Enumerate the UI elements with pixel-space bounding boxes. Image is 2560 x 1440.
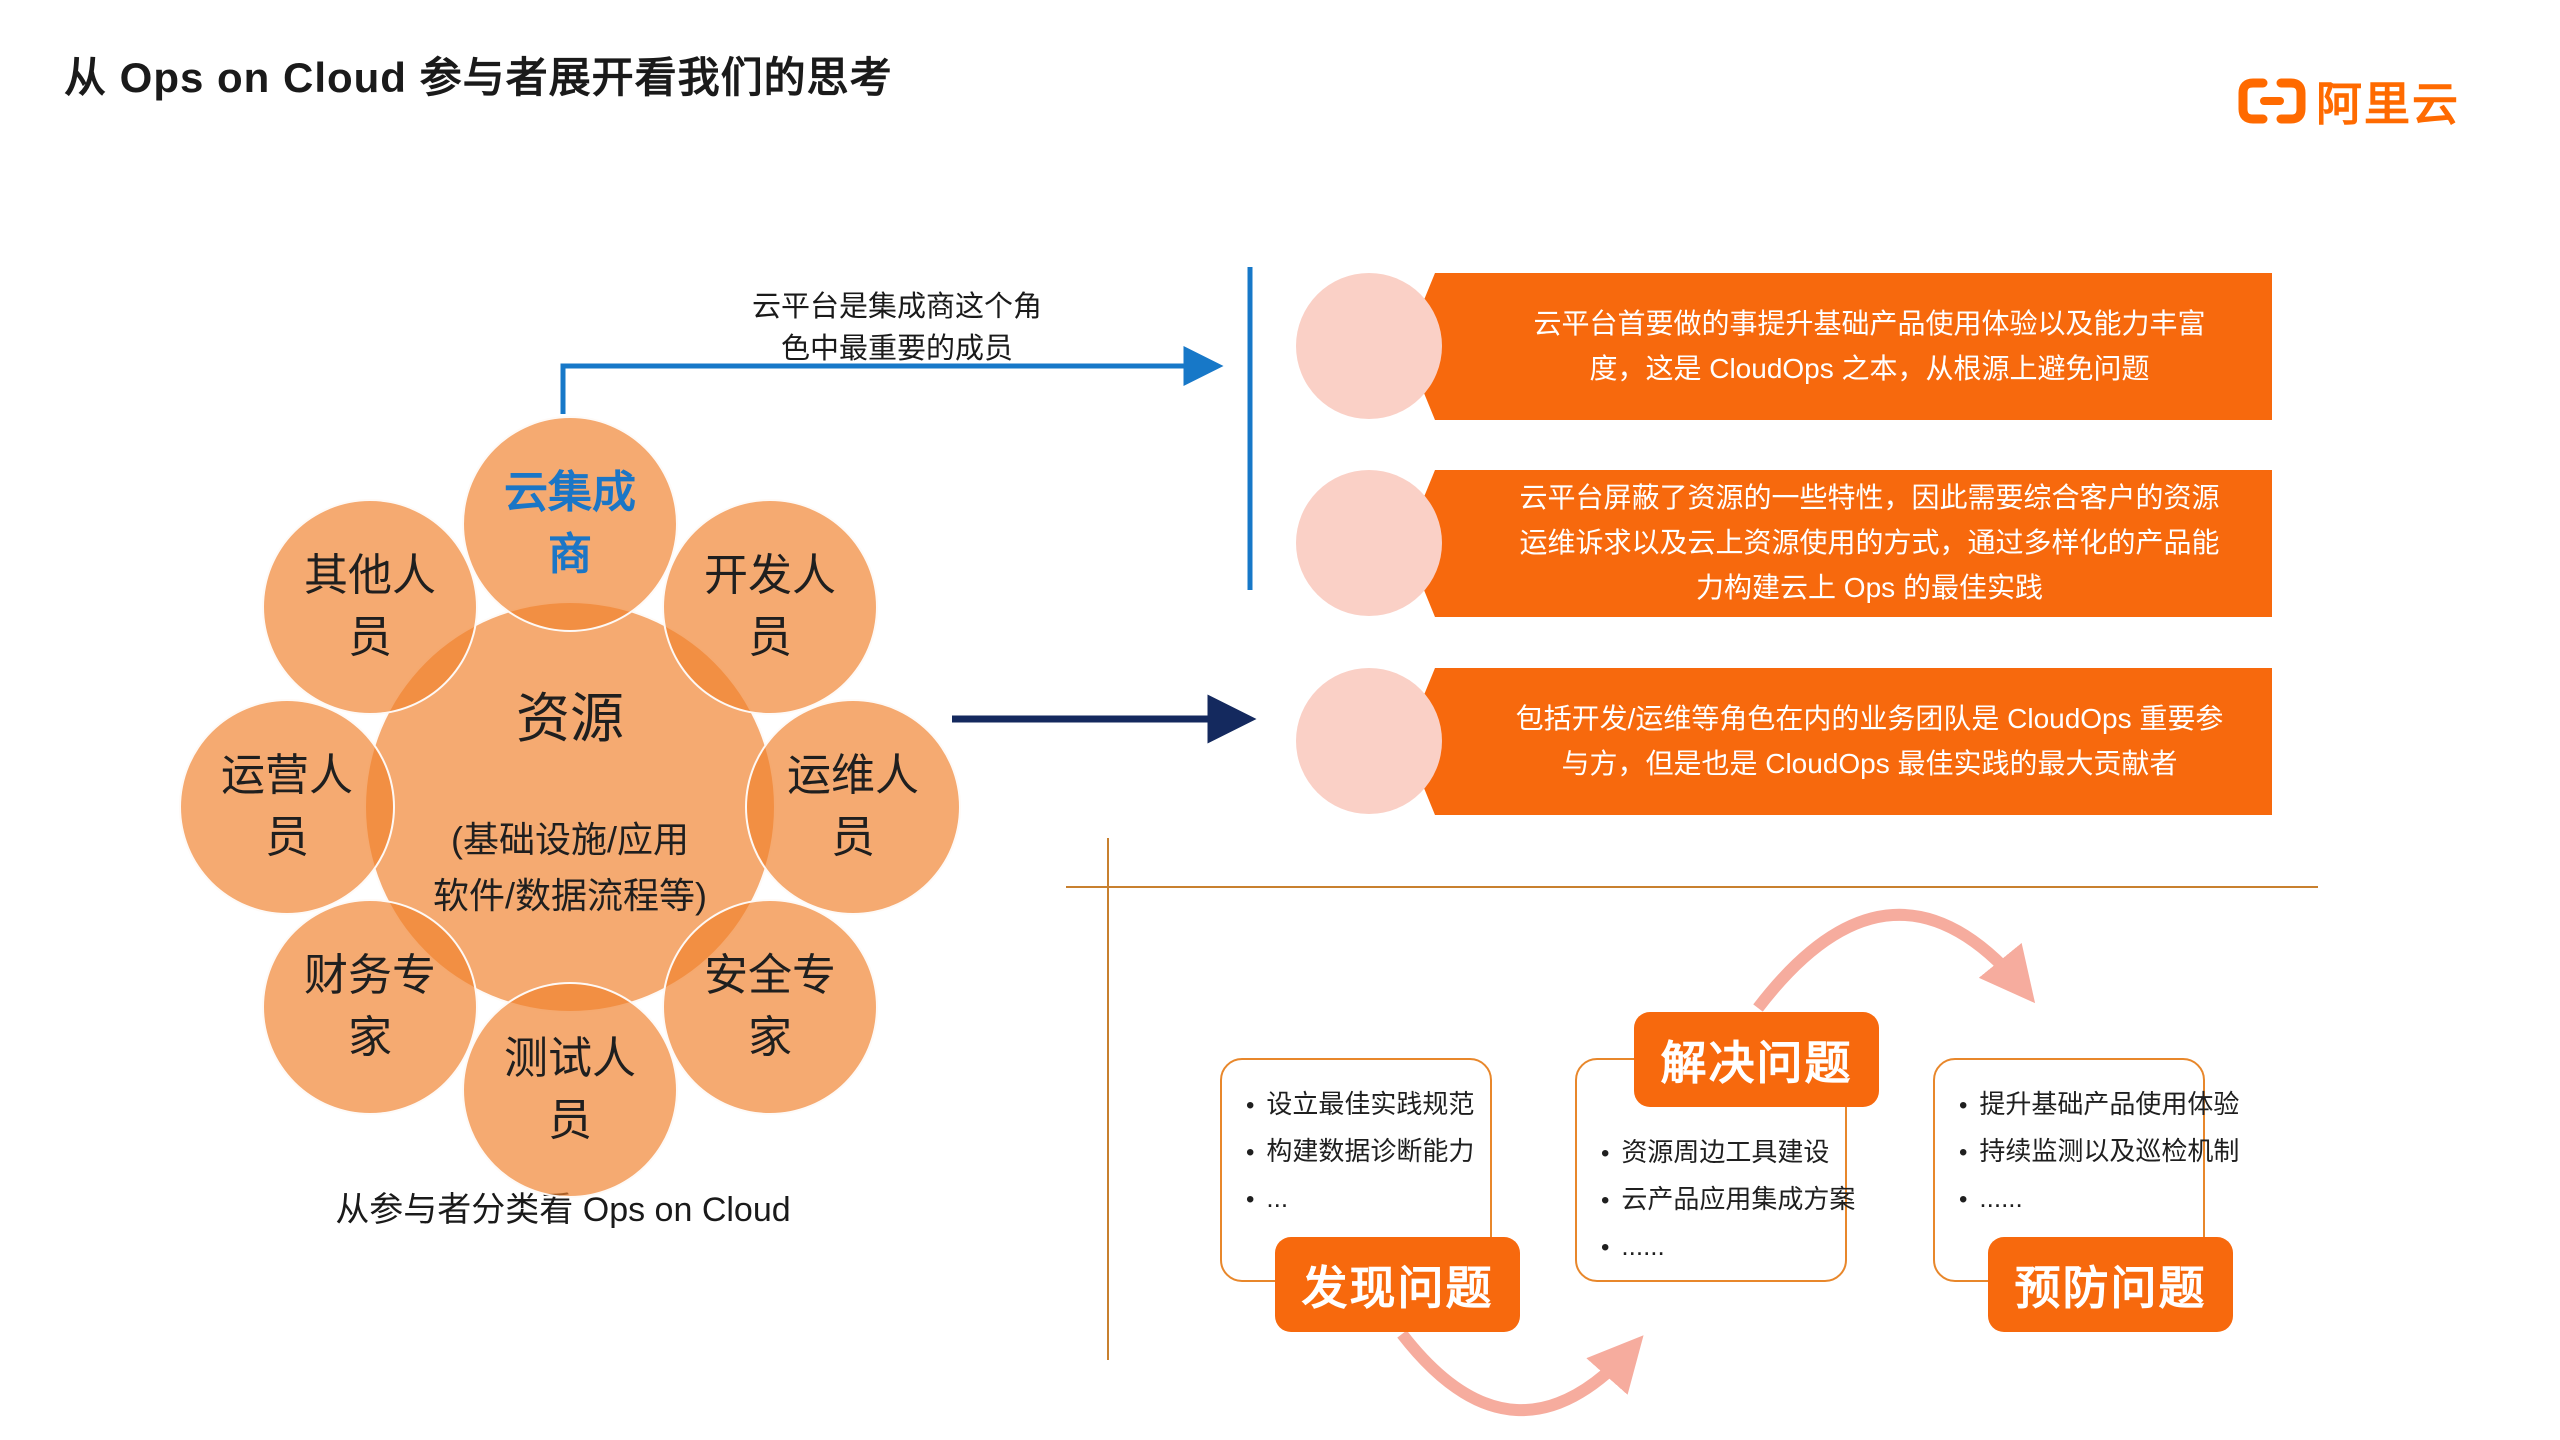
petal-label: 商: [548, 530, 592, 579]
petal-security-expert: 安全专 家: [662, 899, 878, 1115]
resource-center-text: 资源 (基础设施/应用 软件/数据流程等): [364, 601, 776, 1013]
list-item: 持续监测以及巡检机制: [1959, 1135, 2239, 1168]
banner-pink-circle-1: [1296, 273, 1442, 419]
petal-developer: 开发人 员: [662, 499, 878, 715]
flow-box-prevent-list: 提升基础产品使用体验 持续监测以及巡检机制 ......: [1959, 1088, 2239, 1215]
banner-callout-2: 云平台屏蔽了资源的一些特性，因此需要综合客户的资源运维诉求以及云上资源使用的方式…: [1405, 470, 2272, 617]
banner-text-3: 包括开发/运维等角色在内的业务团队是 CloudOps 重要参与方，但是也是 C…: [1515, 702, 2224, 779]
petal-label: 家: [748, 1013, 792, 1062]
banner-row-1: 云平台首要做的事提升基础产品使用体验以及能力丰富度，这是 CloudOps 之本…: [1296, 273, 2276, 420]
banner-row-3: 包括开发/运维等角色在内的业务团队是 CloudOps 重要参与方，但是也是 C…: [1296, 668, 2276, 815]
elbow-connector-arrow: [560, 346, 1224, 414]
petal-label: 财务专: [304, 950, 436, 1000]
petal-tester: 测试人 员: [462, 982, 678, 1198]
alibaba-cloud-logo-text: 阿里云: [2316, 78, 2460, 130]
flow-box-discover-list: 设立最佳实践规范 构建数据诊断能力 ...: [1246, 1088, 1474, 1215]
petal-other: 其他人 员: [262, 499, 478, 715]
banner-pink-circle-3: [1296, 668, 1442, 814]
list-item: 云产品应用集成方案: [1601, 1183, 1855, 1216]
petal-label: 员: [748, 613, 792, 662]
alibaba-cloud-logo-icon: [2238, 78, 2306, 124]
banner-pink-circle-2: [1296, 470, 1442, 616]
list-item: ......: [1601, 1230, 1825, 1263]
list-item: ......: [1959, 1182, 2183, 1215]
petal-label: 运营人: [221, 750, 353, 800]
annotation-line2: 色中最重要的成员: [780, 333, 1013, 366]
flow-arc-solve-to-prevent: [1753, 909, 2036, 1012]
petal-label: 安全专: [704, 950, 836, 1000]
petal-operation: 运营人 员: [179, 699, 395, 915]
resource-subtitle: (基础设施/应用 软件/数据流程等): [433, 812, 707, 924]
petal-label: 云集成: [504, 467, 636, 517]
petal-label: 员: [548, 1096, 592, 1145]
petal-label: 其他人: [304, 550, 436, 600]
petal-label: 员: [265, 813, 309, 862]
resource-title: 资源: [516, 689, 624, 749]
petal-label: 开发人: [704, 550, 836, 600]
petal-label: 运维人: [787, 750, 919, 800]
resource-subtitle-line1: (基础设施/应用: [451, 818, 689, 860]
list-item: ...: [1246, 1182, 1470, 1215]
banner-callout-1: 云平台首要做的事提升基础产品使用体验以及能力丰富度，这是 CloudOps 之本…: [1405, 273, 2272, 420]
list-item: 提升基础产品使用体验: [1959, 1088, 2239, 1121]
petal-finance-expert: 财务专 家: [262, 899, 478, 1115]
resource-subtitle-line2: 软件/数据流程等): [433, 874, 707, 916]
page-title: 从 Ops on Cloud 参与者展开看我们的思考: [64, 54, 893, 101]
petal-cloud-integrator: 云集成 商: [462, 416, 678, 632]
chip-discover-problem: 发现问题: [1275, 1237, 1520, 1332]
chip-prevent-problem: 预防问题: [1988, 1237, 2233, 1332]
alibaba-cloud-logo: 阿里云: [2238, 68, 2460, 134]
list-item: 资源周边工具建设: [1601, 1136, 1829, 1169]
chip-solve-problem: 解决问题: [1634, 1012, 1879, 1107]
list-item: 设立最佳实践规范: [1246, 1088, 1474, 1121]
banner-callout-3: 包括开发/运维等角色在内的业务团队是 CloudOps 重要参与方，但是也是 C…: [1405, 668, 2272, 815]
banner-row-2: 云平台屏蔽了资源的一些特性，因此需要综合客户的资源运维诉求以及云上资源使用的方式…: [1296, 470, 2276, 617]
banner-text-1: 云平台首要做的事提升基础产品使用体验以及能力丰富度，这是 CloudOps 之本…: [1533, 307, 2206, 384]
petal-label: 家: [348, 1013, 392, 1062]
banner-text-2: 云平台屏蔽了资源的一些特性，因此需要综合客户的资源运维诉求以及云上资源使用的方式…: [1519, 482, 2220, 603]
flow-box-solve-list: 资源周边工具建设 云产品应用集成方案 ......: [1601, 1136, 1855, 1263]
flow-arc-discover-to-solve: [1397, 1330, 1644, 1416]
petal-label: 测试人: [504, 1033, 636, 1083]
petal-label: 员: [348, 613, 392, 662]
petal-label: 员: [831, 813, 875, 862]
list-item: 构建数据诊断能力: [1246, 1135, 1474, 1168]
integrator-annotation: 云平台是集成商这个角 色中最重要的成员: [697, 286, 1097, 370]
petal-ops: 运维人 员: [745, 699, 961, 915]
annotation-line1: 云平台是集成商这个角: [751, 291, 1042, 323]
